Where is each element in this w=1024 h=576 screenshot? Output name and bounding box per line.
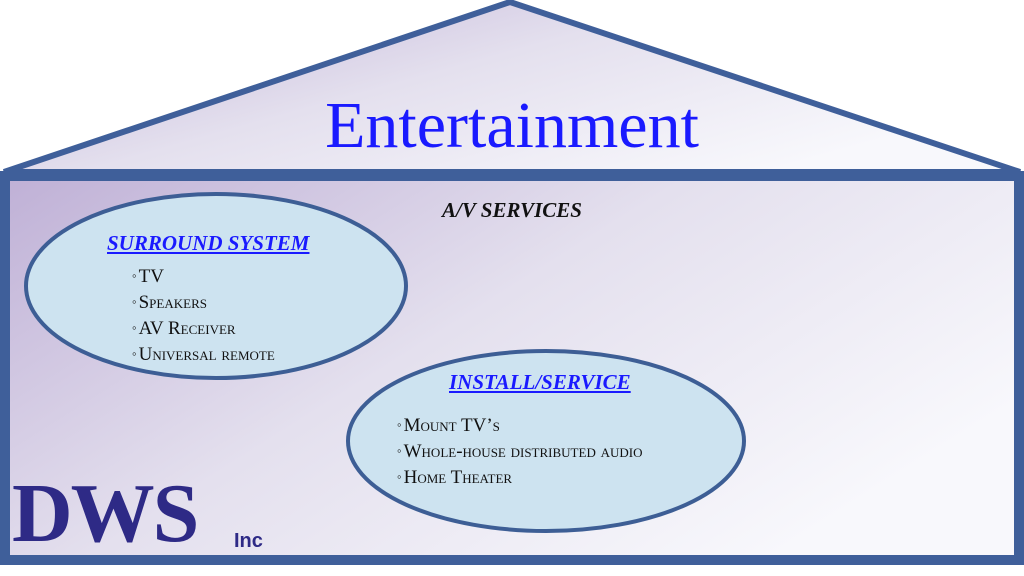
- item-label: AV Receiver: [138, 318, 236, 339]
- surround-list: ◦TV ◦Speakers ◦AV Receiver ◦Universal re…: [132, 263, 275, 367]
- bullet-icon: ◦: [397, 469, 402, 484]
- bullet-icon: ◦: [397, 417, 402, 432]
- list-item: ◦Whole-house distributed audio: [397, 438, 642, 464]
- item-label: TV: [138, 266, 164, 287]
- item-label: Home Theater: [403, 467, 513, 488]
- list-item: ◦Universal remote: [132, 341, 275, 367]
- bullet-icon: ◦: [132, 346, 137, 361]
- section-title: A/V SERVICES: [442, 198, 582, 222]
- list-item: ◦Speakers: [132, 289, 275, 315]
- bullet-icon: ◦: [132, 294, 137, 309]
- item-label: Whole-house distributed audio: [403, 441, 643, 462]
- dws-logo: DWS: [12, 467, 199, 560]
- bullet-icon: ◦: [132, 320, 137, 335]
- install-heading[interactable]: INSTALL/SERVICE: [449, 370, 631, 394]
- item-label: Speakers: [138, 292, 207, 313]
- install-ellipse: [346, 349, 746, 533]
- list-item: ◦Mount TV’s: [397, 412, 642, 438]
- bullet-icon: ◦: [132, 268, 137, 283]
- bullet-icon: ◦: [397, 443, 402, 458]
- item-label: Mount TV’s: [403, 415, 500, 436]
- logo-suffix: Inc: [234, 530, 263, 552]
- list-item: ◦Home Theater: [397, 464, 642, 490]
- surround-heading[interactable]: SURROUND SYSTEM: [107, 231, 310, 255]
- list-item: ◦TV: [132, 263, 275, 289]
- surround-ellipse: [24, 192, 408, 380]
- install-list: ◦Mount TV’s ◦Whole-house distributed aud…: [397, 412, 642, 490]
- item-label: Universal remote: [138, 344, 275, 365]
- page-title: Entertainment: [325, 89, 699, 162]
- list-item: ◦AV Receiver: [132, 315, 275, 341]
